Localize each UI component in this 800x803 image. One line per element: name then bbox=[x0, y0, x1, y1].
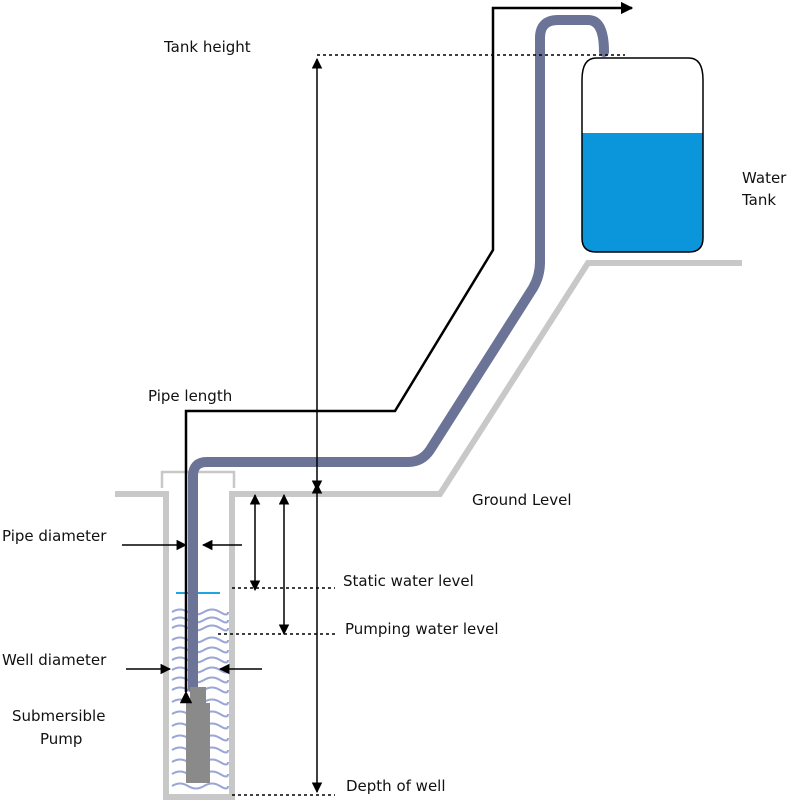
ground-level-label: Ground Level bbox=[472, 491, 572, 509]
water-tank-label-line2: Tank bbox=[741, 191, 776, 209]
submersible-pump-label-line2: Pump bbox=[40, 730, 82, 748]
tank-height-label: Tank height bbox=[163, 38, 251, 56]
submersible-pump-label-line1: Submersible bbox=[12, 707, 105, 725]
pumping-water-level-label: Pumping water level bbox=[345, 620, 499, 638]
pipe-diameter-label: Pipe diameter bbox=[2, 527, 107, 545]
static-water-level-label: Static water level bbox=[343, 572, 474, 590]
well-diameter-label: Well diameter bbox=[2, 651, 107, 669]
pipe-length-label: Pipe length bbox=[148, 387, 232, 405]
pumping-water-level-dimension bbox=[218, 493, 335, 636]
depth-of-well-dimension bbox=[232, 482, 335, 796]
water-tank-label-line1: Water bbox=[742, 169, 787, 187]
pipe-length-arrow bbox=[179, 1, 634, 704]
static-water-level-dimension bbox=[232, 493, 335, 592]
water-tank bbox=[581, 57, 704, 253]
depth-of-well-label: Depth of well bbox=[346, 777, 446, 795]
tank-height-dimension bbox=[311, 54, 625, 492]
